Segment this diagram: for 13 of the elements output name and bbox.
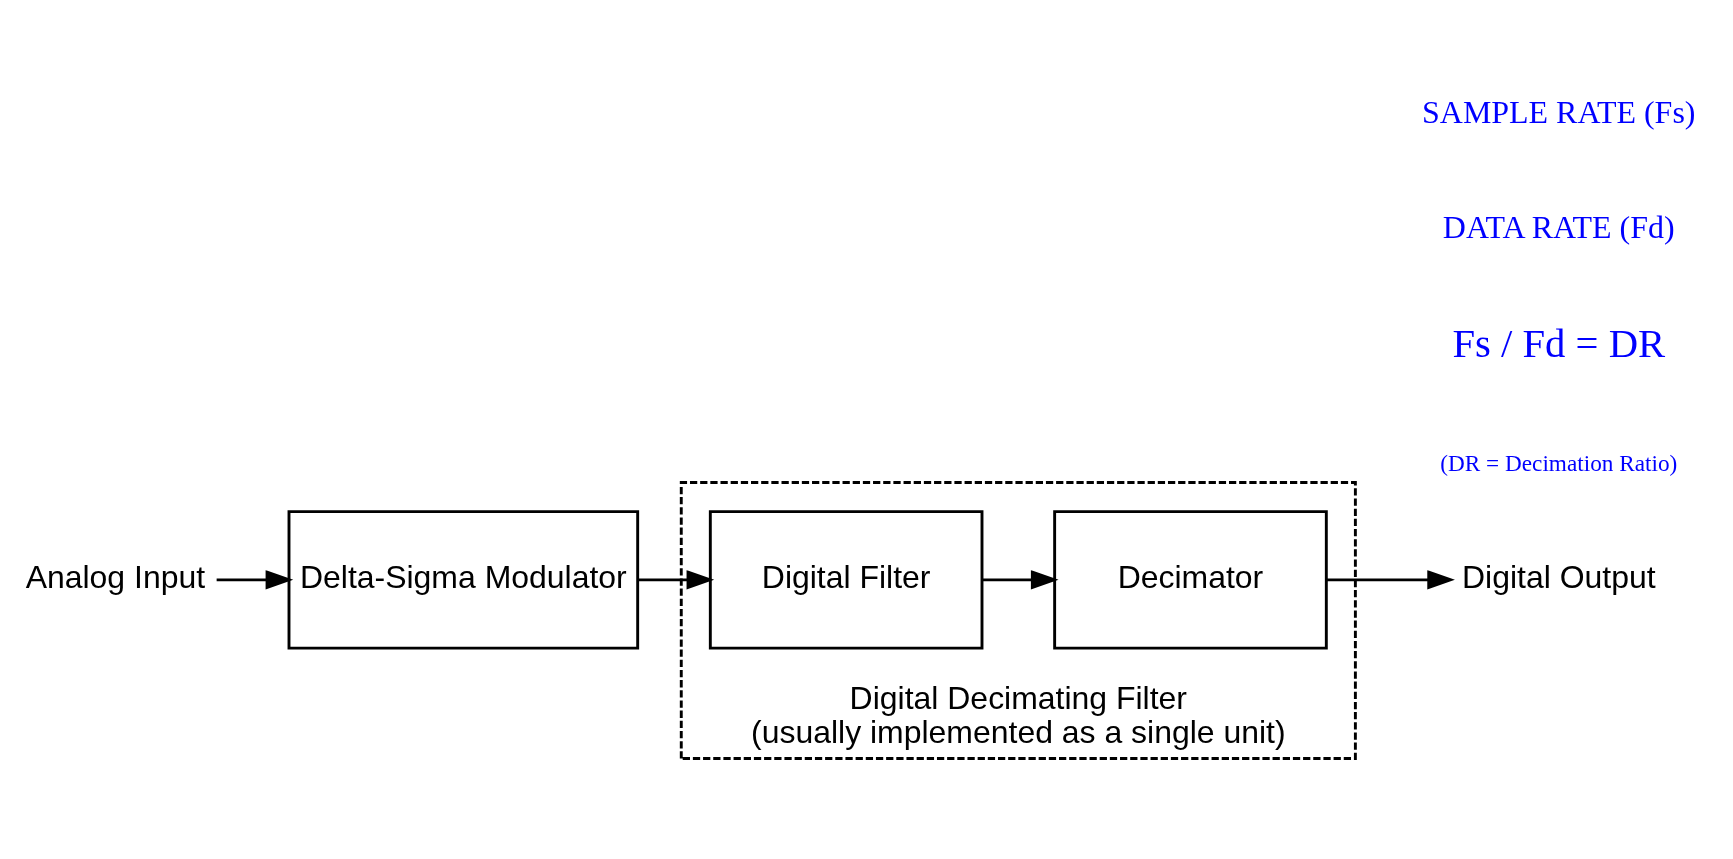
node-box: Digital Filter <box>708 510 984 650</box>
label: DATA RATE (Fd) <box>1442 209 1675 245</box>
arrow <box>1326 570 1455 590</box>
label: (DR = Decimation Ratio) <box>1440 449 1678 476</box>
arrow <box>638 570 715 590</box>
label: Fs / Fd = DR <box>1452 321 1666 367</box>
node-box: Decimator <box>1053 510 1328 650</box>
node-box: Delta-Sigma Modulator <box>287 510 640 650</box>
arrow <box>982 570 1059 590</box>
node-text: Digital Output <box>1461 559 1656 595</box>
node-text: Analog Input <box>25 559 206 595</box>
arrow <box>216 570 294 590</box>
label: SAMPLE RATE (Fs) <box>1422 95 1696 131</box>
